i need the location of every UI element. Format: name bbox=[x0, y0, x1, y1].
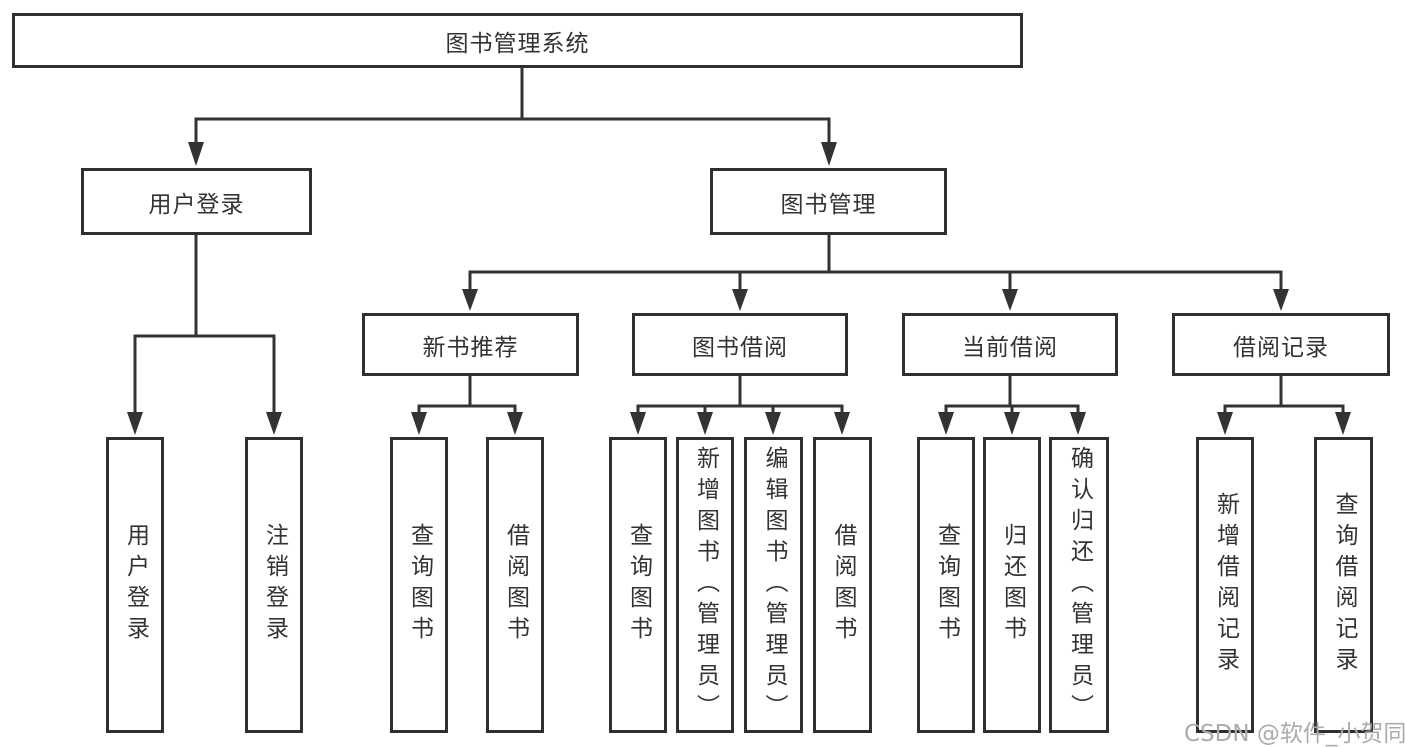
leaf-logout-label: 注销登录 bbox=[261, 523, 288, 647]
leaf-query-books-recommend-label: 查询图书 bbox=[406, 523, 433, 647]
leaf-borrow-books-recommend: 借阅图书 bbox=[486, 437, 544, 733]
leaf-add-borrow-record: 新增借阅记录 bbox=[1196, 437, 1254, 733]
node-new-book-recommend: 新书推荐 bbox=[362, 313, 579, 376]
node-user-login: 用户登录 bbox=[81, 168, 312, 235]
leaf-query-borrow-record: 查询借阅记录 bbox=[1314, 437, 1373, 733]
leaf-query-books-current-label: 查询图书 bbox=[933, 523, 960, 647]
node-borrowing-records: 借阅记录 bbox=[1172, 313, 1390, 376]
leaf-logout: 注销登录 bbox=[245, 437, 303, 733]
leaf-confirm-return-admin: 确认归还（管理员） bbox=[1049, 437, 1109, 733]
leaf-query-books-current: 查询图书 bbox=[917, 437, 975, 733]
leaf-query-borrow-record-label: 查询借阅记录 bbox=[1331, 492, 1357, 678]
leaf-add-books-admin: 新增图书（管理员） bbox=[676, 437, 734, 733]
leaf-edit-books-admin: 编辑图书（管理员） bbox=[744, 437, 803, 733]
arrowheads bbox=[127, 142, 1351, 435]
leaf-add-borrow-record-label: 新增借阅记录 bbox=[1212, 492, 1239, 678]
node-book-management: 图书管理 bbox=[710, 168, 947, 235]
leaf-query-books-borrowing: 查询图书 bbox=[609, 437, 667, 733]
leaf-edit-books-admin-label: 编辑图书（管理员） bbox=[761, 445, 787, 725]
leaf-confirm-return-admin-label: 确认归还（管理员） bbox=[1066, 445, 1093, 725]
node-book-borrowing: 图书借阅 bbox=[632, 313, 848, 376]
node-library-management-system: 图书管理系统 bbox=[12, 13, 1023, 68]
leaf-return-books: 归还图书 bbox=[983, 437, 1041, 733]
leaf-query-books-recommend: 查询图书 bbox=[390, 437, 448, 733]
leaf-user-login-label: 用户登录 bbox=[122, 523, 149, 647]
leaf-borrow-books-borrowing: 借阅图书 bbox=[813, 437, 872, 733]
leaf-borrow-books-borrowing-label: 借阅图书 bbox=[830, 523, 856, 647]
leaf-query-books-borrowing-label: 查询图书 bbox=[625, 523, 652, 647]
leaf-user-login: 用户登录 bbox=[106, 437, 164, 733]
leaf-add-books-admin-label: 新增图书（管理员） bbox=[692, 445, 719, 725]
leaf-borrow-books-recommend-label: 借阅图书 bbox=[502, 523, 529, 647]
node-current-borrowing: 当前借阅 bbox=[902, 313, 1118, 376]
leaf-return-books-label: 归还图书 bbox=[999, 523, 1026, 647]
